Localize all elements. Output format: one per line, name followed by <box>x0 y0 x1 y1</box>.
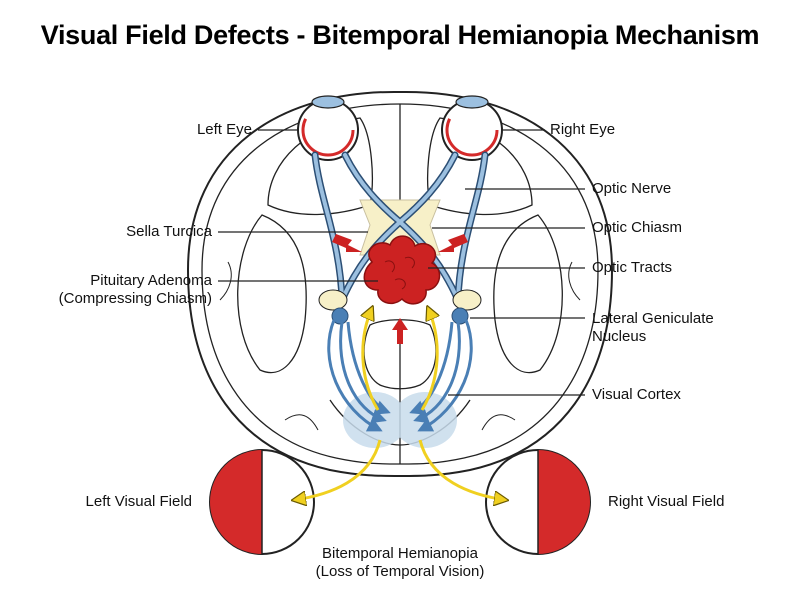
yellow-projection-arrows <box>363 308 437 411</box>
label-right-visual-field: Right Visual Field <box>608 493 725 510</box>
compression-arrows <box>332 234 468 344</box>
left-visual-field-diagram <box>209 449 315 555</box>
label-lgn: Lateral Geniculate <box>592 310 714 327</box>
pituitary-adenoma <box>363 235 441 305</box>
right-eye <box>441 95 503 161</box>
leader-lines <box>218 129 585 396</box>
label-right-eye: Right Eye <box>550 121 616 138</box>
caption-title: Bitemporal Hemianopia <box>322 545 478 562</box>
label-pituitary-adenoma-sub: (Compressing Chiasm) <box>58 290 212 307</box>
label-visual-cortex: Visual Cortex <box>592 386 681 403</box>
label-sella-turcica: Sella Turcica <box>126 223 212 240</box>
page-title: Visual Field Defects - Bitemporal Hemian… <box>40 20 760 50</box>
label-optic-nerve: Optic Nerve <box>592 180 672 197</box>
optic-radiations <box>327 319 473 432</box>
label-lgn-sub: Nucleus <box>592 328 647 345</box>
lateral-geniculate-nucleus <box>318 289 482 325</box>
caption-subtitle: (Loss of Temporal Vision) <box>315 563 485 580</box>
label-optic-chiasm: Optic Chiasm <box>592 219 683 236</box>
label-left-eye: Left Eye <box>196 121 252 138</box>
label-optic-tracts: Optic Tracts <box>592 259 673 276</box>
left-eye <box>297 95 359 161</box>
label-pituitary-adenoma: Pituitary Adenoma <box>90 272 212 289</box>
brain-outline <box>186 90 614 477</box>
optic-pathways <box>311 151 489 304</box>
label-left-visual-field: Left Visual Field <box>85 493 192 510</box>
field-arrows <box>294 439 506 500</box>
right-visual-field-diagram <box>485 449 591 555</box>
